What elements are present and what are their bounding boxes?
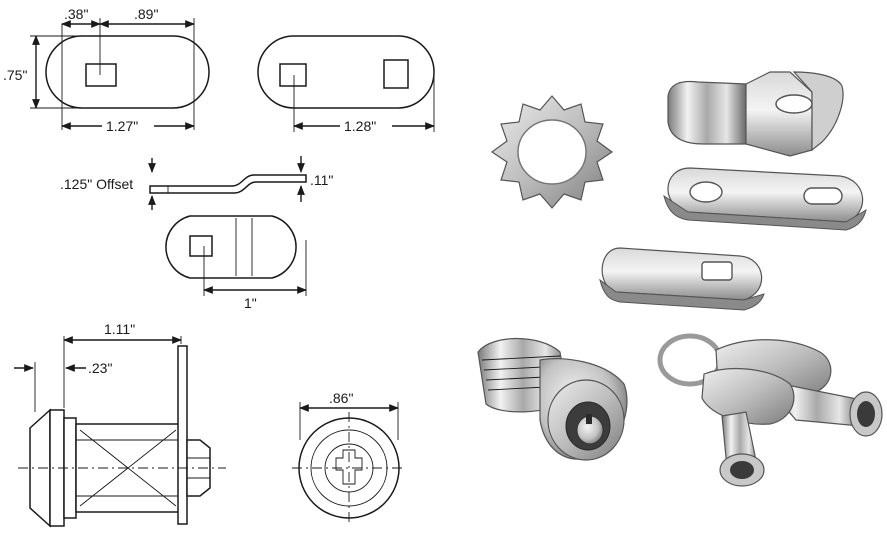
dim-cam1-slot-to-end: .89" [134,6,158,22]
cam-lock-cylinder-photo [477,337,628,461]
dim-cam1-length: 1.27" [106,118,138,134]
double-slot-cam-photo [663,167,867,231]
bent-cam-photo [667,71,844,157]
dim-overall-length: 1.11" [104,321,135,337]
dim-cam1-offset-to-slot: .38" [64,6,88,22]
thickness-label: .11" [310,172,333,188]
double-slot-cam-drawing: 1.28" [257,35,435,134]
dim-flange-thickness: .23" [88,360,112,376]
lock-front-view-drawing: .86" [292,390,406,524]
dim-offset-cam-length: 1" [244,295,257,311]
offset-cam-profile-drawing: .125" Offset .11" [60,156,333,210]
dim-cam1-height: .75" [3,67,27,83]
dim-cam2-length: 1.28" [344,118,376,134]
straight-cam-drawing: .38" .89" .75" 1.27" [3,6,210,134]
offset-cam-plan-drawing: 1" [165,215,307,311]
lock-side-elevation-drawing: 1.11" .23" [14,321,226,528]
single-slot-cam-photo [599,247,765,311]
tubular-keys-photo [657,333,883,487]
offset-label: .125" Offset [60,176,133,192]
star-lock-washer-photo [490,95,614,209]
dim-face-diameter: .86" [329,390,353,406]
